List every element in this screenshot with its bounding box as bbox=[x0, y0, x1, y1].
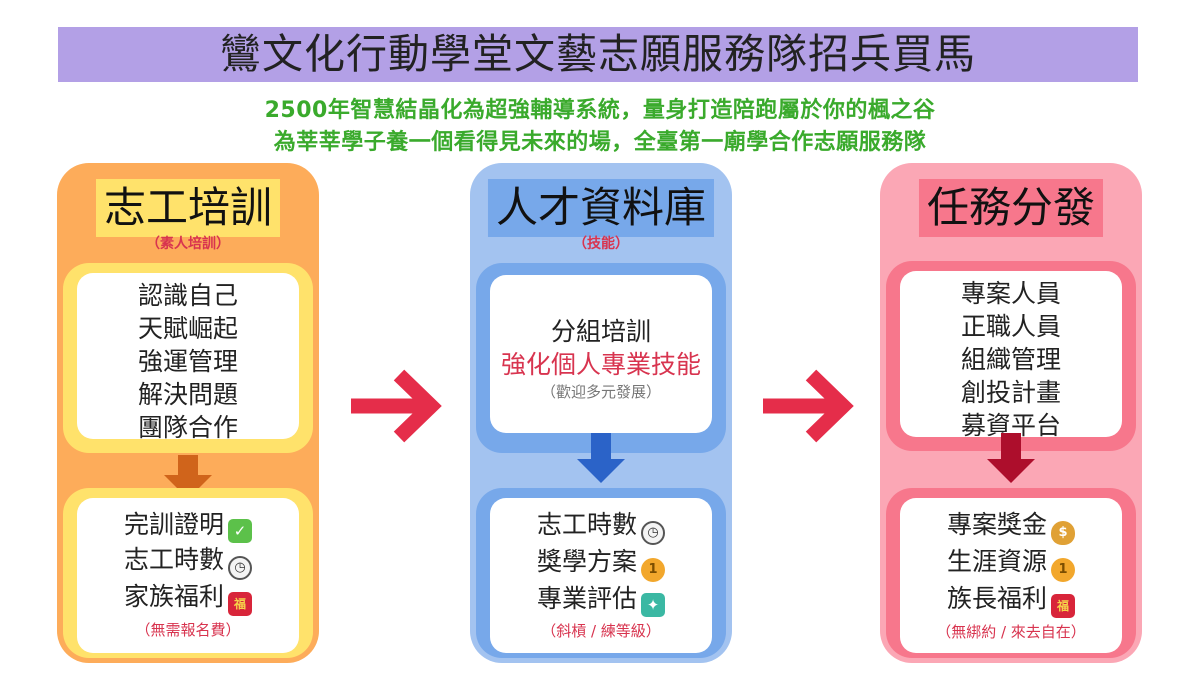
bottom-card-frame: 完訓證明✓ 志工時數◷ 家族福利福 （無需報名費） bbox=[63, 488, 313, 658]
down-arrow-icon bbox=[987, 433, 1035, 483]
column-heading: 任務分發 bbox=[918, 179, 1104, 237]
top-card: 專案人員 正職人員 組織管理 創投計畫 募資平台 bbox=[900, 271, 1122, 440]
list-item: 認識自己 bbox=[137, 281, 238, 310]
list-item: 志工時數◷ bbox=[77, 543, 299, 580]
list-item: 專業評估✦ bbox=[490, 582, 712, 617]
top-card-frame: 分組培訓 強化個人專業技能 （歡迎多元發展） bbox=[476, 263, 726, 453]
list-item: 解決問題 bbox=[137, 380, 238, 409]
list-item: 正職人員 bbox=[960, 312, 1061, 341]
list-item-label: 志工時數 bbox=[536, 510, 637, 539]
top-card: 認識自己 天賦崛起 強運管理 解決問題 團隊合作 bbox=[77, 273, 299, 442]
list-item: 志工時數◷ bbox=[490, 508, 712, 545]
list-item: 專案人員 bbox=[960, 279, 1061, 308]
column-tag: （技能） bbox=[573, 236, 629, 252]
list-item: 分組培訓 bbox=[550, 317, 651, 346]
medal-icon: 1 bbox=[1051, 558, 1075, 582]
list-item: 強運管理 bbox=[137, 347, 238, 376]
list-item-label: 志工時數 bbox=[123, 545, 224, 574]
sparkle-icon: ✦ bbox=[641, 593, 665, 617]
list-item: 創投計畫 bbox=[960, 378, 1061, 407]
red-envelope-icon: 福 bbox=[228, 592, 252, 616]
column-talent-database: 人才資料庫 （技能） 分組培訓 強化個人專業技能 （歡迎多元發展） 志工時數◷ … bbox=[470, 163, 732, 663]
card-note: （無需報名費） bbox=[135, 621, 241, 639]
column-tag: （素人培訓） bbox=[146, 236, 230, 252]
list-item-label: 家族福利 bbox=[123, 582, 224, 611]
subtitle-line-1: 2500年智慧結晶化為超強輔導系統，量身打造陪跑屬於你的楓之谷 bbox=[264, 98, 936, 123]
clock-icon: ◷ bbox=[641, 521, 665, 545]
list-item-label: 生涯資源 bbox=[946, 547, 1047, 576]
card-note: （歡迎多元發展） bbox=[540, 383, 661, 401]
list-item: 組織管理 bbox=[960, 345, 1061, 374]
list-item-label: 完訓證明 bbox=[123, 510, 224, 539]
list-item-label: 專案獎金 bbox=[946, 510, 1047, 539]
list-item: 完訓證明✓ bbox=[77, 508, 299, 543]
right-arrow-icon bbox=[351, 369, 442, 443]
top-card: 分組培訓 強化個人專業技能 （歡迎多元發展） bbox=[490, 275, 712, 433]
column-task-assignment: 任務分發 專案人員 正職人員 組織管理 創投計畫 募資平台 專案獎金$ 生涯資源… bbox=[880, 163, 1142, 663]
list-item: 族長福利福 bbox=[900, 582, 1122, 618]
red-envelope-icon: 福 bbox=[1051, 594, 1075, 618]
list-item-label: 族長福利 bbox=[946, 584, 1047, 613]
list-item: 團隊合作 bbox=[137, 413, 238, 442]
clock-icon: ◷ bbox=[228, 556, 252, 580]
column-heading: 人才資料庫 bbox=[487, 179, 715, 237]
money-bag-icon: $ bbox=[1051, 521, 1075, 545]
top-card-frame: 認識自己 天賦崛起 強運管理 解決問題 團隊合作 bbox=[63, 263, 313, 453]
right-arrow-icon bbox=[763, 369, 854, 443]
top-card-frame: 專案人員 正職人員 組織管理 創投計畫 募資平台 bbox=[886, 261, 1136, 451]
medal-icon: 1 bbox=[641, 558, 665, 582]
list-item-label: 獎學方案 bbox=[536, 547, 637, 576]
list-item: 專案獎金$ bbox=[900, 508, 1122, 545]
page-title: 鸞文化行動學堂文藝志願服務隊招兵買馬 bbox=[220, 30, 976, 78]
card-note: （斜槓 / 練等級） bbox=[541, 622, 661, 640]
subtitle-line-2: 為莘莘學子養一個看得見未來的場，全臺第一廟學合作志願服務隊 bbox=[273, 130, 927, 155]
down-arrow-icon bbox=[164, 455, 212, 499]
down-arrow-icon bbox=[577, 433, 625, 483]
list-item: 強化個人專業技能 bbox=[500, 350, 701, 379]
title-banner: 鸞文化行動學堂文藝志願服務隊招兵買馬 bbox=[58, 27, 1138, 82]
column-volunteer-training: 志工培訓 （素人培訓） 認識自己 天賦崛起 強運管理 解決問題 團隊合作 完訓證… bbox=[57, 163, 319, 663]
list-item-label: 專業評估 bbox=[536, 584, 637, 613]
list-item: 天賦崛起 bbox=[137, 314, 238, 343]
bottom-card: 完訓證明✓ 志工時數◷ 家族福利福 （無需報名費） bbox=[77, 498, 299, 653]
list-item: 家族福利福 bbox=[77, 580, 299, 616]
card-note: （無綁約 / 來去自在） bbox=[936, 623, 1086, 641]
column-heading: 志工培訓 bbox=[95, 179, 281, 237]
check-mark-icon: ✓ bbox=[228, 519, 252, 543]
